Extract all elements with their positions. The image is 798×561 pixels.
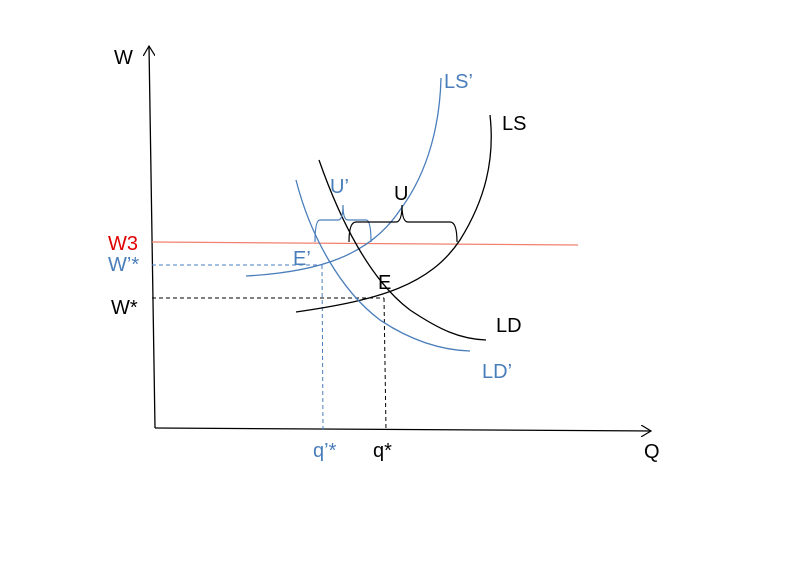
q-prime-star-dashed-line: [321, 264, 324, 431]
ld-curve: [318, 159, 487, 341]
u-label: U: [394, 183, 408, 205]
w-prime-star-label: W’*: [108, 254, 139, 276]
ls-curve: [295, 114, 492, 313]
e-prime-label: E’: [293, 248, 311, 270]
ls-prime-label: LS’: [444, 71, 473, 93]
q-star-dashed-line: [383, 297, 387, 431]
ls-prime-curve: [245, 77, 442, 277]
w-star-label: W*: [111, 297, 138, 319]
q-axis-label: Q: [644, 441, 660, 463]
u-prime-brace: [314, 204, 372, 243]
w-axis-label: W: [114, 47, 133, 69]
w3-line: [151, 241, 579, 246]
q-prime-star-label: q’*: [313, 440, 337, 462]
ld-prime-curve: [295, 179, 471, 352]
q-star-label: q*: [373, 440, 392, 462]
u-prime-label: U’: [330, 176, 349, 198]
x-axis: [154, 428, 651, 431]
y-axis: [149, 46, 156, 429]
ld-prime-label: LD’: [482, 361, 512, 383]
ld-label: LD: [496, 315, 522, 337]
u-brace: [348, 204, 458, 243]
w3-label: W3: [108, 233, 138, 255]
e-label: E: [378, 272, 391, 294]
ls-label: LS: [502, 113, 526, 135]
